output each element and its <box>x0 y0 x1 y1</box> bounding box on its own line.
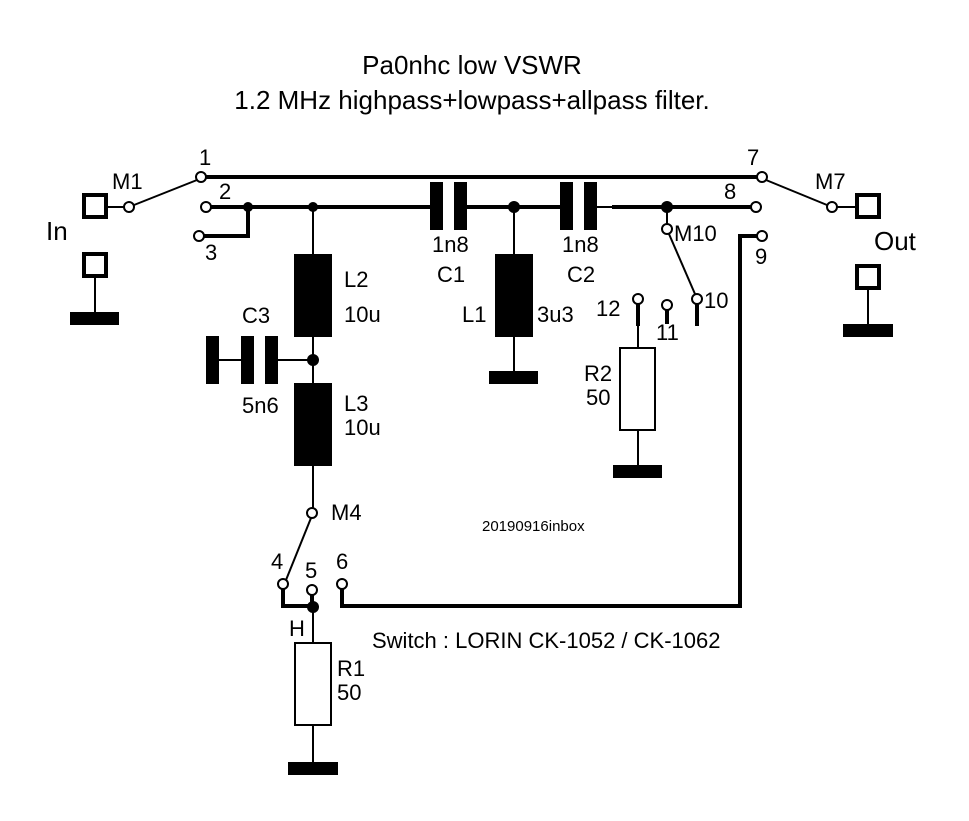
pin-6 <box>336 578 348 590</box>
pin-2-label: 2 <box>219 179 231 204</box>
c1-value: 1n8 <box>432 232 469 257</box>
ground-symbol-in <box>70 312 119 325</box>
pin-11 <box>661 299 673 311</box>
pin-1-label: 1 <box>199 145 211 170</box>
pin-7-label: 7 <box>747 145 759 170</box>
m4-pole <box>306 507 318 519</box>
pin-5 <box>306 584 318 596</box>
capacitor-c2-plate-a <box>560 182 573 230</box>
inductor-l1 <box>495 254 533 337</box>
stamp-text: 20190916inbox <box>482 518 585 535</box>
c3-ref: C3 <box>242 303 270 328</box>
c2-ref: C2 <box>567 262 595 287</box>
pin-2 <box>200 201 212 213</box>
resistor-r1 <box>294 642 332 726</box>
l3-value: 10u <box>344 415 381 440</box>
ground-symbol-out <box>843 324 893 337</box>
c1-ref: C1 <box>437 262 465 287</box>
output-label: Out <box>874 226 917 256</box>
l3-ref: L3 <box>344 391 368 416</box>
r1-value: 50 <box>337 680 361 705</box>
capacitor-c1-plate-b <box>454 182 467 230</box>
title-line-1: Pa0nhc low VSWR <box>362 50 582 80</box>
pin-11-label: 11 <box>656 320 679 345</box>
title-line-2: 1.2 MHz highpass+lowpass+allpass filter. <box>234 85 709 115</box>
inductor-l3 <box>294 383 332 466</box>
pin-1 <box>195 171 207 183</box>
wire-pin6-pin9 <box>340 234 757 608</box>
switch-note: Switch : LORIN CK-1052 / CK-1062 <box>372 628 720 653</box>
l1-value: 3u3 <box>537 302 574 327</box>
m1-pole <box>123 201 135 213</box>
ground-symbol-r2 <box>613 465 662 478</box>
resistor-r2 <box>619 347 656 431</box>
wire-pin3-link <box>204 207 250 238</box>
pin-4 <box>277 578 289 590</box>
m7-pole <box>826 201 838 213</box>
pin-10 <box>691 293 703 305</box>
ground-symbol-r1 <box>288 762 338 775</box>
pin-7 <box>756 171 768 183</box>
node-h-label: H <box>289 616 305 641</box>
r2-value: 50 <box>586 385 610 410</box>
c2-value: 1n8 <box>562 232 599 257</box>
pin-10-label: 10 <box>704 288 728 313</box>
inductor-l2 <box>294 254 332 337</box>
pin-5-label: 5 <box>305 558 317 583</box>
m1-label: M1 <box>112 169 143 194</box>
input-label: In <box>46 216 68 246</box>
m4-label: M4 <box>331 500 362 525</box>
m4-wiper <box>285 517 312 581</box>
junction-dot <box>243 202 253 212</box>
capacitor-c3-plate-b <box>265 336 278 384</box>
r2-ref: R2 <box>584 361 612 386</box>
input-terminal <box>82 193 108 219</box>
ground-symbol-l1 <box>489 371 538 384</box>
output-ground-terminal <box>855 264 881 290</box>
pin-4-label: 4 <box>271 549 283 574</box>
capacitor-c1-plate-a <box>430 182 443 230</box>
input-ground-terminal <box>82 252 108 278</box>
c3-end-bar <box>206 336 219 384</box>
r1-ref: R1 <box>337 656 365 681</box>
l2-ref: L2 <box>344 267 368 292</box>
pin-8-label: 8 <box>724 179 736 204</box>
output-terminal <box>855 193 881 219</box>
m10-pole <box>661 223 673 235</box>
pin-3 <box>193 230 205 242</box>
pin-3-label: 3 <box>205 240 217 265</box>
pin-6-label: 6 <box>336 549 348 574</box>
l2-value: 10u <box>344 302 381 327</box>
wire-pin4-h <box>281 589 313 608</box>
pin-12 <box>632 293 644 305</box>
m1-wiper <box>133 179 198 206</box>
pin-12-label: 12 <box>596 296 620 321</box>
m10-wiper <box>668 233 696 295</box>
pin-9 <box>756 230 768 242</box>
c3-value: 5n6 <box>242 393 279 418</box>
capacitor-c3-plate-a <box>241 336 254 384</box>
pin-8 <box>750 201 762 213</box>
m7-wiper <box>765 179 828 206</box>
m10-label: M10 <box>674 221 717 246</box>
m7-label: M7 <box>815 169 846 194</box>
l1-ref: L1 <box>462 302 486 327</box>
capacitor-c2-plate-b <box>584 182 597 230</box>
pin-9-label: 9 <box>755 244 767 269</box>
